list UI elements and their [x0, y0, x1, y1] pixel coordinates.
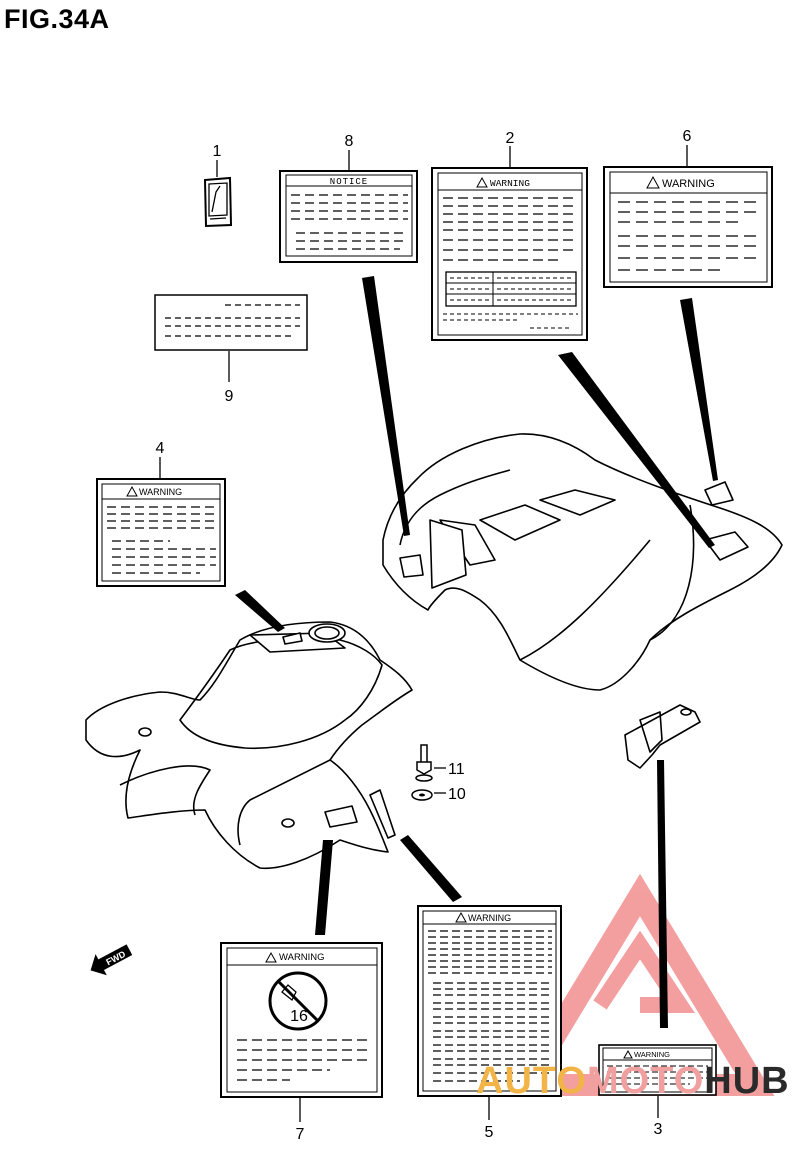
watermark-text: AUTOMOTOHUB	[476, 1060, 790, 1102]
warning-heading: WARNING	[662, 178, 715, 190]
label-8-notice: NOTICE	[279, 170, 418, 263]
leader-8	[362, 276, 410, 536]
bolt-11	[415, 744, 433, 782]
callout-3: 3	[654, 1121, 663, 1138]
leader-7	[315, 840, 333, 935]
washer-10	[411, 789, 433, 801]
callout-7: 7	[296, 1126, 305, 1143]
label-9	[154, 294, 308, 351]
callout-2: 2	[506, 130, 515, 147]
callout-1: 1	[213, 143, 222, 160]
callout-11: 11	[448, 761, 465, 778]
label-5-warning: WARNING	[417, 905, 562, 1097]
callout-4: 4	[156, 440, 165, 457]
leader-6	[680, 298, 718, 481]
warning-heading: WARNING	[490, 178, 530, 189]
leader-4	[235, 590, 285, 632]
part-1-tag	[203, 176, 233, 228]
callout-9: 9	[225, 388, 234, 405]
no-riders-number: 16	[290, 1008, 308, 1025]
warning-heading: WARNING	[634, 1050, 670, 1059]
warning-heading: WARNING	[468, 913, 511, 923]
warning-heading: WARNING	[279, 952, 325, 963]
callout-8: 8	[345, 133, 354, 150]
callout-6: 6	[683, 128, 692, 145]
label-6-warning: WARNING	[603, 166, 773, 288]
label-7-warning: WARNING 16	[220, 942, 383, 1098]
leader-5	[400, 835, 462, 902]
label-3-warning: WARNING	[598, 1044, 717, 1096]
fwd-arrow-icon: FWD	[90, 944, 133, 976]
callout-10: 10	[448, 786, 466, 803]
label-2-warning: WARNING	[431, 167, 588, 341]
leader-3	[657, 760, 668, 1028]
figure-title: FIG.34A	[4, 4, 110, 34]
notice-heading: NOTICE	[330, 177, 368, 187]
warning-heading: WARNING	[139, 487, 182, 497]
rear-fender	[382, 433, 783, 691]
label-4-warning: WARNING	[96, 478, 226, 587]
leader-2	[558, 352, 715, 548]
bracket-3	[624, 704, 701, 769]
front-fender	[85, 621, 413, 870]
callout-5: 5	[485, 1124, 494, 1141]
